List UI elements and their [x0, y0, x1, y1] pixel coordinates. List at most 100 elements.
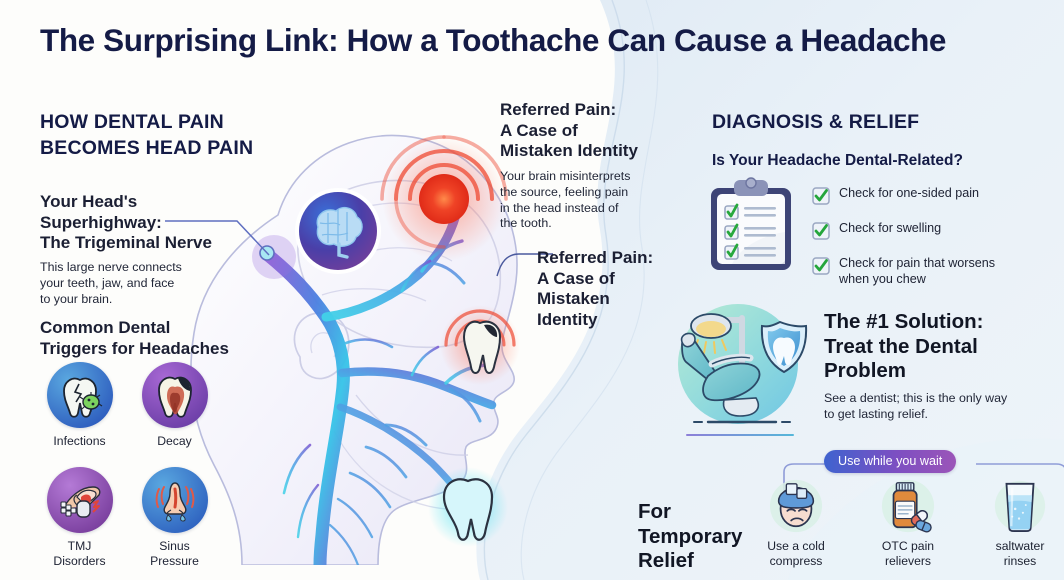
- solution-title: The #1 Solution: Treat the Dental Proble…: [824, 310, 1056, 384]
- use-while-you-wait-badge: Use while you wait: [824, 450, 957, 473]
- solution-body: See a dentist; this is the only way to g…: [824, 391, 1056, 423]
- nerve-title-line3: The Trigeminal Nerve: [40, 233, 212, 253]
- relief-label: OTC pain relievers: [864, 539, 952, 568]
- nose-sinus-icon: [141, 467, 208, 533]
- nerve-callout-connector: [165, 205, 285, 280]
- trigger-label: TMJ Disorders: [32, 539, 127, 568]
- referred-pain-body: Your brain misinterprets the source, fee…: [500, 169, 665, 232]
- referred-pain-block: Referred Pain: A Case of Mistaken Identi…: [500, 100, 665, 232]
- relief-item-cold-compress[interactable]: Use a cold compress: [752, 478, 840, 568]
- checklist-text: Check for one-sided pain: [839, 186, 979, 202]
- trigger-label: Decay: [127, 434, 222, 449]
- temporary-relief-title: For Temporary Relief: [638, 500, 758, 574]
- trigger-label-line1: Sinus: [159, 539, 190, 553]
- left-section-title-line1: HOW DENTAL PAIN: [40, 111, 224, 133]
- solution-body-line2: to get lasting relief.: [824, 406, 929, 421]
- relief-item-otc[interactable]: OTC pain relievers: [864, 478, 952, 568]
- brain-icon: [295, 188, 381, 274]
- temporary-relief-title-line3: Relief: [638, 549, 694, 573]
- trigger-sinus[interactable]: Sinus Pressure: [127, 467, 222, 572]
- trigger-tmj[interactable]: TMJ Disorders: [32, 467, 127, 572]
- referred-pain-callout-line3: Mistaken: [537, 289, 610, 309]
- nerve-title-line2: Superhighway:: [40, 212, 162, 232]
- nerve-body-line1: This large nerve connects: [40, 260, 182, 275]
- checkbox-checked-icon: [812, 187, 830, 210]
- trigger-label-line1: TMJ: [67, 539, 92, 553]
- relief-label-line1: saltwater: [995, 539, 1045, 553]
- relief-label-line1: Use a cold: [767, 539, 825, 553]
- temporary-relief-title-line2: Temporary: [638, 524, 743, 548]
- trigger-label: Infections: [32, 434, 127, 449]
- trigger-label-line1: Infections: [53, 434, 106, 448]
- referred-pain-title-line2: A Case of: [500, 120, 578, 140]
- referred-pain-callout: Referred Pain: A Case of Mistaken Identi…: [537, 248, 677, 331]
- diagnosis-checklist: Check for one-sided pain Check for swell…: [812, 186, 1062, 298]
- relief-label: saltwater rinses: [976, 539, 1064, 568]
- nerve-body: This large nerve connects your teeth, ja…: [40, 260, 255, 307]
- referred-pain-callout-line4: Identity: [537, 310, 598, 330]
- triggers-title-line1: Common Dental: [40, 318, 171, 337]
- triggers-title-line2: Triggers for Headaches: [40, 338, 229, 358]
- nerve-title: Your Head's Superhighway: The Trigeminal…: [40, 192, 255, 254]
- badge-bracket: [780, 458, 1064, 499]
- trigger-label-line2: Pressure: [150, 553, 199, 568]
- cracked-tooth-bacteria-icon: [46, 362, 113, 428]
- solution-title-line2: Treat the Dental: [824, 334, 978, 358]
- checklist-text-line1: Check for swelling: [839, 221, 942, 235]
- diagnosis-question: Is Your Headache Dental-Related?: [712, 152, 963, 169]
- head-pain-burst-icon: [380, 135, 508, 261]
- trigger-infections[interactable]: Infections: [32, 362, 127, 467]
- temporary-relief-items: Use a cold compress: [752, 478, 1064, 568]
- relief-label-line2: relievers: [884, 553, 932, 568]
- checkbox-checked-icon: [812, 257, 830, 280]
- triggers-title: Common Dental Triggers for Headaches: [40, 318, 255, 359]
- trigger-label: Sinus Pressure: [127, 539, 222, 568]
- relief-label-line1: OTC pain: [881, 539, 935, 553]
- checklist-text: Check for swelling: [839, 221, 941, 237]
- referred-pain-title: Referred Pain: A Case of Mistaken Identi…: [500, 100, 665, 162]
- nerve-title-line1: Your Head's: [40, 192, 138, 211]
- trigger-label-line1: Decay: [157, 434, 192, 448]
- referred-pain-body-line1: Your brain misinterprets: [500, 169, 631, 184]
- checklist-text: Check for pain that worsens when you che…: [839, 256, 995, 287]
- nerve-body-line2: your teeth, jaw, and face: [40, 275, 175, 290]
- relief-item-saltwater[interactable]: saltwater rinses: [976, 478, 1064, 568]
- checklist-text-line2: when you chew: [839, 271, 926, 286]
- relief-label-line2: rinses: [1003, 553, 1037, 568]
- referred-pain-callout-line1: Referred Pain:: [537, 248, 654, 267]
- dental-triggers-grid: Infections Decay: [32, 362, 242, 572]
- referred-pain-body-line3: in the head instead of: [500, 200, 619, 215]
- section-divider: [686, 434, 794, 436]
- pill-bottle-icon: [880, 478, 936, 534]
- left-section-title-line2: BECOMES HEAD PAIN: [40, 136, 254, 159]
- relief-label: Use a cold compress: [752, 539, 840, 568]
- solution-block: The #1 Solution: Treat the Dental Proble…: [824, 310, 1056, 422]
- trigger-label-line2: Disorders: [53, 553, 106, 568]
- solution-body-line1: See a dentist; this is the only way: [824, 390, 1008, 405]
- checklist-item[interactable]: Check for pain that worsens when you che…: [812, 256, 1062, 287]
- jaw-joint-icon: [46, 467, 113, 533]
- clipboard-checklist-icon: [706, 174, 798, 279]
- checkbox-checked-icon: [812, 222, 830, 245]
- dental-chair-shield-icon: [668, 300, 816, 437]
- referred-pain-callout-connector: [495, 238, 555, 283]
- glowing-tooth-icon: [428, 467, 508, 547]
- relief-label-line2: compress: [769, 553, 823, 568]
- decayed-tooth-icon: [141, 362, 208, 428]
- solution-title-line1: The #1 Solution:: [824, 310, 984, 333]
- trigger-decay[interactable]: Decay: [127, 362, 222, 467]
- referred-pain-title-line3: Mistaken Identity: [500, 141, 638, 161]
- referred-pain-title-line1: Referred Pain:: [500, 100, 617, 119]
- right-section-title: DIAGNOSIS & RELIEF: [712, 111, 920, 133]
- checklist-text-line1: Check for one-sided pain: [839, 186, 980, 200]
- referred-pain-callout-title: Referred Pain: A Case of Mistaken Identi…: [537, 248, 677, 331]
- aching-tooth-icon: [440, 305, 520, 385]
- referred-pain-body-line2: the source, feeling pain: [500, 184, 629, 199]
- page-title: The Surprising Link: How a Toothache Can…: [40, 22, 947, 58]
- cold-compress-head-icon: [768, 478, 824, 534]
- checklist-item[interactable]: Check for one-sided pain: [812, 186, 1062, 210]
- trigeminal-nerve-block: Your Head's Superhighway: The Trigeminal…: [40, 192, 255, 307]
- referred-pain-callout-line2: A Case of: [537, 268, 615, 288]
- head-profile-trigeminal-nerve-diagram: [150, 95, 620, 572]
- checklist-item[interactable]: Check for swelling: [812, 221, 1062, 245]
